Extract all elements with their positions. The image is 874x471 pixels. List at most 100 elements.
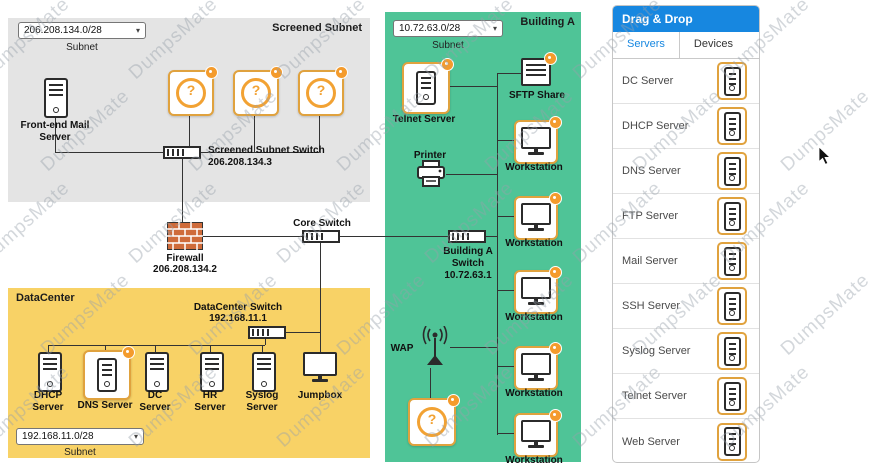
workstation-tile[interactable] — [514, 192, 562, 240]
wap-label: WAP — [390, 343, 414, 354]
subnet-label: Subnet — [432, 40, 464, 51]
drag-item-label: Syslog Server — [622, 345, 691, 357]
hr-server — [200, 352, 224, 392]
slot-badge-icon[interactable] — [441, 58, 454, 71]
hr-server-label: HR Server — [194, 390, 226, 413]
server-tower-icon — [252, 352, 276, 392]
building-a-switch-ip: 10.72.63.1 — [444, 270, 492, 281]
server-tower-icon — [723, 66, 741, 96]
drop-slot-empty[interactable]: ? — [168, 66, 218, 116]
dc-server-label: DC Server — [139, 390, 171, 413]
connector-line — [497, 290, 514, 291]
drag-list-item: Syslog Server — [613, 329, 759, 374]
drag-item-label: Web Server — [622, 435, 680, 448]
monitor-icon — [303, 352, 337, 382]
connector-line — [55, 152, 163, 153]
datacenter-title: DataCenter — [16, 292, 75, 304]
connector-line — [48, 345, 49, 352]
dc-server — [145, 352, 169, 392]
drag-item-server-icon[interactable] — [717, 152, 747, 190]
drop-slot-telnet-server[interactable] — [402, 58, 454, 114]
drag-item-server-icon[interactable] — [717, 197, 747, 235]
panel-tabs: Servers Devices — [613, 32, 759, 59]
datacenter-subnet-dropdown[interactable]: 192.168.11.0/28 ▾ — [16, 428, 144, 445]
slot-badge-icon[interactable] — [205, 66, 218, 79]
drop-slot-empty[interactable]: ? — [233, 66, 283, 116]
syslog-server — [252, 352, 276, 392]
server-tower-icon — [723, 156, 741, 186]
building-a-subnet-dropdown[interactable]: 10.72.63.0/28 ▾ — [393, 20, 503, 37]
dhcp-server — [38, 352, 62, 392]
datacenter-switch-ip: 192.168.11.1 — [209, 313, 267, 324]
drag-item-label: Telnet Server — [622, 390, 687, 402]
workstation-tile[interactable] — [514, 409, 562, 457]
screened-subnet-switch-label: Screened Subnet Switch — [208, 145, 325, 156]
watermark-text: DumpsMate — [776, 269, 874, 360]
firewall-label: Firewall — [166, 253, 204, 264]
firewall-icon — [167, 222, 203, 250]
building-a-switch-label: Building A Switch — [443, 246, 493, 269]
connector-line — [55, 116, 56, 152]
drag-item-label: DNS Server — [622, 165, 681, 177]
monitor-icon — [521, 276, 551, 305]
question-mark-icon: ? — [241, 78, 271, 108]
slot-badge-icon[interactable] — [549, 409, 562, 422]
server-tower-icon — [723, 381, 741, 411]
workstation-tile[interactable] — [514, 116, 562, 164]
drag-drop-panel: Drag & Drop Servers Devices DC Server DH… — [612, 5, 760, 463]
connector-line — [338, 236, 448, 237]
connector-line — [486, 236, 497, 237]
drag-item-server-icon[interactable] — [717, 107, 747, 145]
drag-item-server-icon[interactable] — [717, 62, 747, 100]
drag-item-server-icon[interactable] — [717, 422, 747, 461]
connector-line — [497, 73, 498, 435]
printer-label: Printer — [413, 150, 447, 161]
server-tower-icon — [44, 78, 68, 118]
drag-list-item: Mail Server — [613, 239, 759, 284]
drop-slot-empty[interactable]: ? — [298, 66, 348, 116]
drag-list-item: Telnet Server — [613, 374, 759, 419]
drag-item-server-icon[interactable] — [717, 332, 747, 370]
front-end-mail-server — [44, 78, 68, 118]
connector-line — [497, 366, 514, 367]
workstation-tile[interactable] — [514, 266, 562, 314]
drop-slot-dns-server[interactable] — [83, 346, 135, 400]
slot-badge-icon[interactable] — [270, 66, 283, 79]
connector-line — [48, 345, 265, 346]
screened-subnet-title: Screened Subnet — [272, 22, 362, 34]
monitor-icon — [521, 202, 551, 231]
connector-line — [320, 243, 321, 352]
printer — [416, 160, 446, 188]
drag-item-label: DHCP Server — [622, 120, 689, 132]
monitor-icon — [521, 419, 551, 448]
slot-badge-icon[interactable] — [549, 192, 562, 205]
subnet-label: Subnet — [64, 447, 96, 458]
monitor-icon — [521, 126, 551, 155]
slot-badge-icon[interactable] — [335, 66, 348, 79]
drop-slot-empty[interactable]: ? — [408, 394, 460, 446]
slot-badge-icon[interactable] — [447, 394, 460, 407]
tab-devices[interactable]: Devices — [693, 38, 734, 50]
core-switch-label: Core Switch — [293, 218, 351, 229]
drag-item-server-icon[interactable] — [717, 287, 747, 325]
slot-badge-icon[interactable] — [549, 266, 562, 279]
antenna-icon — [422, 326, 448, 365]
panel-title: Drag & Drop — [613, 6, 759, 32]
screened-subnet-switch-icon — [163, 146, 201, 159]
server-tower-icon — [723, 201, 741, 231]
slot-badge-icon[interactable] — [549, 342, 562, 355]
question-mark-icon: ? — [176, 78, 206, 108]
workstation-label: Workstation — [505, 455, 563, 466]
workstation-tile[interactable] — [514, 342, 562, 390]
connector-line — [430, 368, 431, 398]
screened-subnet-dropdown[interactable]: 206.208.134.0/28 ▾ — [18, 22, 146, 39]
slot-badge-icon[interactable] — [122, 346, 135, 359]
connector-line — [189, 112, 190, 152]
drag-item-server-icon[interactable] — [717, 242, 747, 280]
slot-badge-icon — [544, 52, 557, 65]
drag-item-server-icon[interactable] — [717, 377, 747, 415]
tab-servers[interactable]: Servers — [613, 32, 680, 58]
slot-badge-icon[interactable] — [549, 116, 562, 129]
dropdown-value: 10.72.63.0/28 — [399, 23, 461, 34]
